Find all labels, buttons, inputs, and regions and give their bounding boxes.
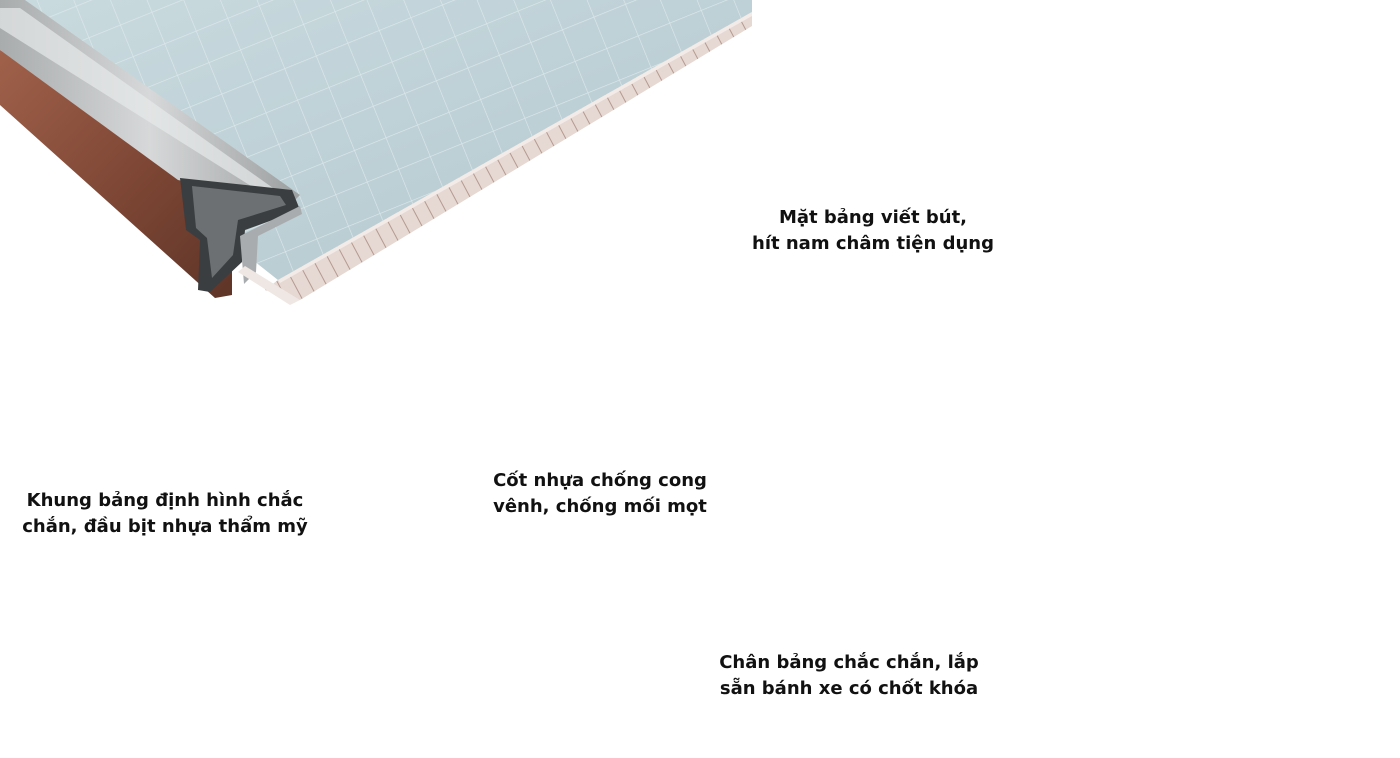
frame-side-panel	[0, 50, 232, 298]
caption-board-surface-line-1: Mặt bảng viết bút,	[778, 207, 968, 228]
caption-plastic-core-line-2: vênh, chống mối mọt	[493, 496, 707, 517]
caption-stand-base-line-2: sẵn bánh xe có chốt khóa	[719, 678, 979, 699]
caption-frame-line-1: Khung bảng định hình chắc	[26, 490, 304, 511]
board-section-illustration	[0, 0, 752, 305]
caption-board-surface-line-2: hít nam châm tiện dụng	[752, 233, 994, 254]
caption-plastic-core-line-1: Cốt nhựa chống cong	[493, 470, 707, 491]
caption-board-surface: Mặt bảng viết bút, hít nam châm tiện dụn…	[748, 205, 998, 257]
caption-plastic-core: Cốt nhựa chống cong vênh, chống mối mọt	[478, 468, 722, 520]
caption-frame-line-2: chắn, đầu bịt nhựa thẩm mỹ	[22, 516, 308, 537]
caption-stand-base-line-1: Chân bảng chắc chắn, lắp	[719, 652, 979, 673]
caption-frame: Khung bảng định hình chắc chắn, đầu bịt …	[22, 488, 308, 540]
caption-stand-base: Chân bảng chắc chắn, lắp sẵn bánh xe có …	[718, 650, 980, 702]
